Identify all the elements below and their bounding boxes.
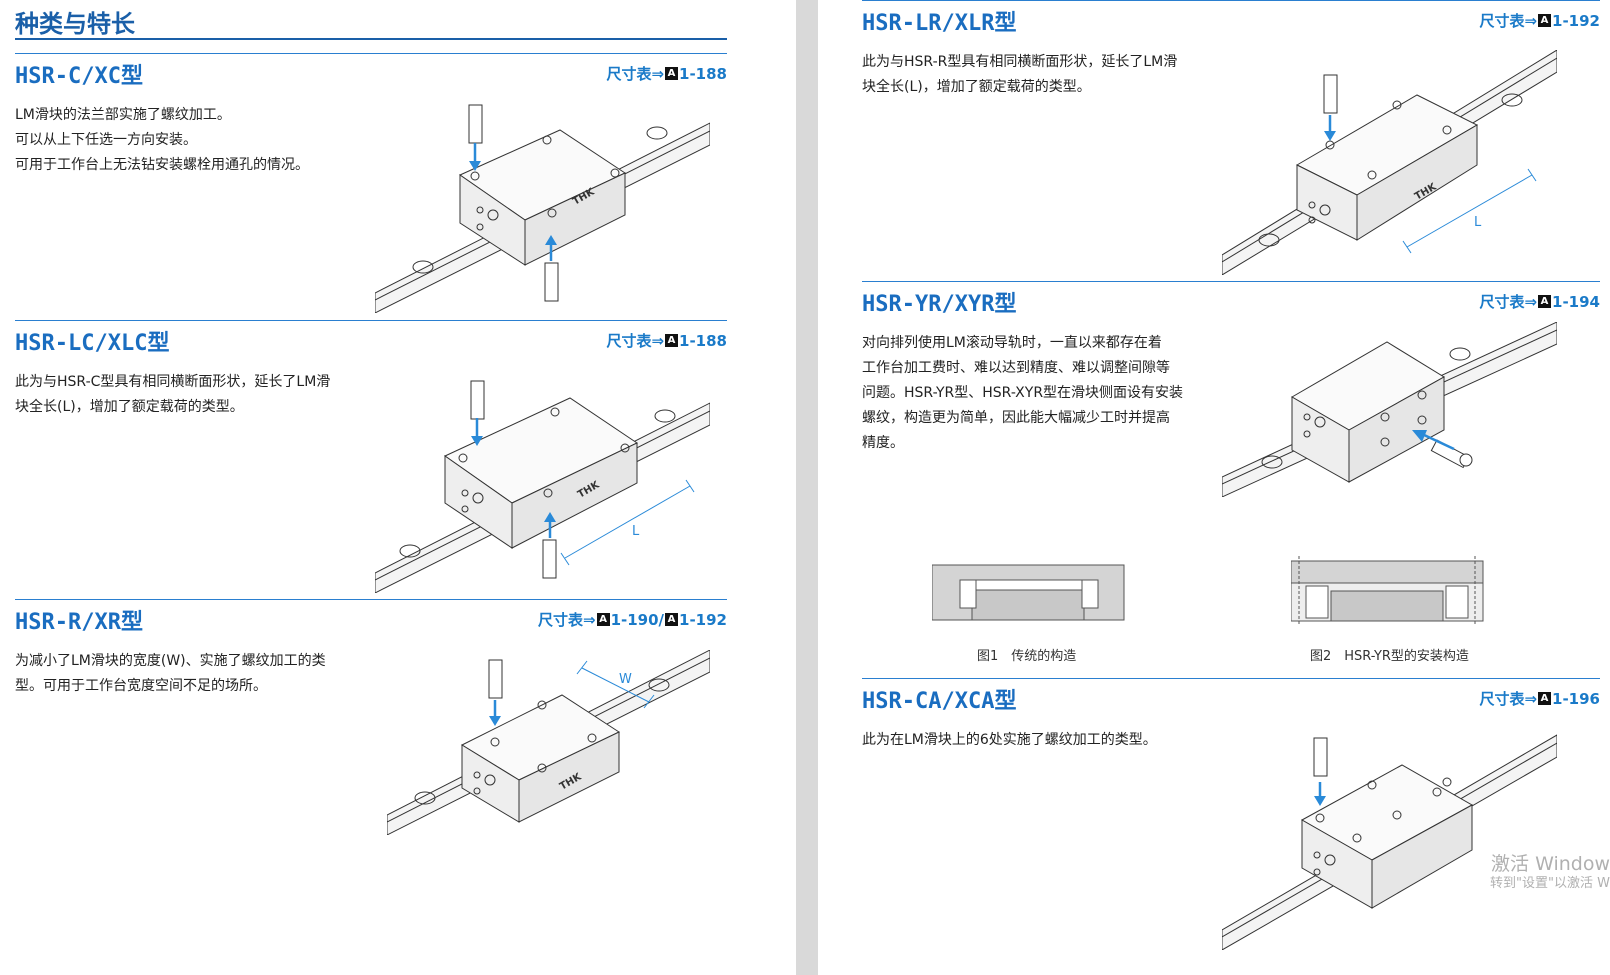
section-hsr-c: HSR-C/XC型 尺寸表⇒ A 1-188 LM滑块的法兰部实施了螺纹加工。 …	[15, 53, 727, 313]
size-table-ref[interactable]: 尺寸表⇒ A 1-188	[606, 330, 727, 351]
watermark-line-2: 转到"设置"以激活 W	[1490, 875, 1610, 891]
figure-1-caption: 图1 传统的构造	[977, 649, 1077, 664]
description-line: 型。可用于工作台宽度空间不足的场所。	[15, 678, 267, 694]
guide-block-illustration	[1222, 322, 1557, 497]
description-line: 可用于工作台上无法钻安装螺栓用通孔的情况。	[15, 157, 309, 173]
ref-marker-icon: A	[665, 613, 679, 626]
guide-block-illustration	[1222, 734, 1557, 950]
ref-marker-icon: A	[1538, 692, 1552, 705]
figure-2-yr-mounting	[1291, 556, 1486, 626]
description-line: 此为在LM滑块上的6处实施了螺纹加工的类型。	[862, 732, 1157, 748]
description-line: 螺纹，构造更为简单，因此能大幅减少工时并提高	[862, 410, 1170, 426]
ref-page: 1-192	[1552, 11, 1600, 30]
size-table-ref[interactable]: 尺寸表⇒ A 1-196	[1479, 688, 1600, 709]
ref-page: 1-188	[679, 331, 727, 350]
ref-marker-icon: A	[665, 67, 679, 80]
figure-hsr-lc: THK L	[375, 368, 710, 593]
ref-label: 尺寸表⇒	[606, 332, 665, 350]
section-title: HSR-CA/XCA型	[862, 689, 1017, 714]
section-hsr-yr: HSR-YR/XYR型 尺寸表⇒ A 1-194 对向排列使用LM滚动导轨时，一…	[862, 281, 1600, 671]
size-table-ref[interactable]: 尺寸表⇒ A 1-188	[606, 63, 727, 84]
description-line: 此为与HSR-R型具有相同横断面形状，延长了LM滑	[862, 54, 1178, 70]
guide-block-illustration: THK L	[375, 380, 710, 593]
section-rule	[862, 678, 1600, 679]
dimension-label: L	[1474, 215, 1482, 230]
figure-hsr-r: THK W	[387, 650, 710, 835]
section-description: 对向排列使用LM滚动导轨时，一直以来都存在着 工作台加工费时、难以达到精度、难以…	[862, 331, 1183, 456]
size-table-ref[interactable]: 尺寸表⇒ A 1-194	[1479, 291, 1600, 312]
description-line: LM滑块的法兰部实施了螺纹加工。	[15, 107, 231, 123]
section-description: 为减小了LM滑块的宽度(W)、实施了螺纹加工的类 型。可用于工作台宽度空间不足的…	[15, 649, 326, 699]
description-line: 块全长(L)，增加了额定载荷的类型。	[15, 399, 244, 415]
ref-marker-icon: A	[1538, 14, 1552, 27]
description-line: 对向排列使用LM滚动导轨时，一直以来都存在着	[862, 335, 1162, 351]
chapter-title: 种类与特长	[15, 10, 135, 38]
section-rule	[15, 320, 727, 321]
description-line: 此为与HSR-C型具有相同横断面形状，延长了LM滑	[15, 374, 331, 390]
watermark-line-1: 激活 Window	[1491, 853, 1610, 875]
section-rule	[862, 0, 1600, 1]
page-gutter	[796, 0, 818, 975]
guide-block-illustration: THK	[375, 104, 710, 313]
ref-page-2: 1-192	[679, 610, 727, 629]
section-title: HSR-LR/XLR型	[862, 11, 1017, 36]
ref-label: 尺寸表⇒	[1479, 12, 1538, 30]
section-title: HSR-LC/XLC型	[15, 331, 170, 356]
ref-marker-icon: A	[1538, 295, 1552, 308]
ref-page: 1-188	[679, 64, 727, 83]
left-page: 种类与特长 HSR-C/XC型 尺寸表⇒ A 1-188 LM滑块的法兰部实施了…	[0, 0, 796, 975]
guide-block-illustration: THK L	[1222, 50, 1557, 275]
description-line: 块全长(L)，增加了额定载荷的类型。	[862, 79, 1091, 95]
dimension-label: W	[619, 672, 632, 687]
ref-label: 尺寸表⇒	[1479, 293, 1538, 311]
ref-label: 尺寸表⇒	[537, 611, 596, 629]
chapter-rule	[15, 38, 727, 40]
section-rule	[862, 281, 1600, 282]
size-table-ref[interactable]: 尺寸表⇒ A 1-192	[1479, 10, 1600, 31]
ref-label: 尺寸表⇒	[606, 65, 665, 83]
description-line: 问题。HSR-YR型、HSR-XYR型在滑块侧面设有安装	[862, 385, 1184, 401]
section-title: HSR-R/XR型	[15, 610, 143, 635]
figure-hsr-ca	[1222, 730, 1557, 950]
description-line: 工作台加工费时、难以达到精度、难以调整间隙等	[862, 360, 1170, 376]
section-description: 此为在LM滑块上的6处实施了螺纹加工的类型。	[862, 728, 1157, 753]
figure-hsr-lr: THK L	[1222, 50, 1557, 275]
size-table-ref[interactable]: 尺寸表⇒ A 1-190/ A 1-192	[538, 609, 727, 630]
description-line: 精度。	[862, 435, 904, 451]
section-hsr-lc: HSR-LC/XLC型 尺寸表⇒ A 1-188 此为与HSR-C型具有相同横断…	[15, 320, 727, 590]
description-line: 为减小了LM滑块的宽度(W)、实施了螺纹加工的类	[15, 653, 326, 669]
section-hsr-ca: HSR-CA/XCA型 尺寸表⇒ A 1-196 此为在LM滑块上的6处实施了螺…	[862, 678, 1600, 878]
section-title: HSR-C/XC型	[15, 64, 143, 89]
dimension-label: L	[632, 524, 640, 539]
guide-block-illustration: THK W	[387, 650, 710, 835]
yr-mounting-structure-diagram	[1291, 556, 1484, 626]
section-description: 此为与HSR-R型具有相同横断面形状，延长了LM滑 块全长(L)，增加了额定载荷…	[862, 50, 1177, 100]
figure-2-caption: 图2 HSR-YR型的安装构造	[1310, 649, 1469, 664]
ref-page: 1-196	[1552, 689, 1600, 708]
ref-label: 尺寸表⇒	[1479, 690, 1538, 708]
section-description: 此为与HSR-C型具有相同横断面形状，延长了LM滑 块全长(L)，增加了额定载荷…	[15, 370, 330, 420]
section-hsr-r: HSR-R/XR型 尺寸表⇒ A 1-190/ A 1-192 为减小了LM滑块…	[15, 599, 727, 839]
conventional-structure-diagram	[932, 564, 1125, 621]
figure-1-conventional	[932, 560, 1127, 625]
section-hsr-lr: HSR-LR/XLR型 尺寸表⇒ A 1-192 此为与HSR-R型具有相同横断…	[862, 0, 1600, 270]
activation-watermark: 激活 Window 转到"设置"以激活 W	[1490, 853, 1610, 891]
figure-hsr-c: THK	[375, 95, 710, 313]
right-page: HSR-LR/XLR型 尺寸表⇒ A 1-192 此为与HSR-R型具有相同横断…	[818, 0, 1610, 975]
ref-marker-icon: A	[665, 334, 679, 347]
section-rule	[15, 53, 727, 54]
figure-hsr-yr	[1222, 322, 1557, 497]
ref-page: 1-194	[1552, 292, 1600, 311]
section-description: LM滑块的法兰部实施了螺纹加工。 可以从上下任选一方向安装。 可用于工作台上无法…	[15, 103, 309, 178]
description-line: 可以从上下任选一方向安装。	[15, 132, 197, 148]
ref-page: 1-190/	[610, 610, 665, 629]
ref-marker-icon: A	[596, 613, 610, 626]
section-title: HSR-YR/XYR型	[862, 292, 1017, 317]
section-rule	[15, 599, 727, 600]
